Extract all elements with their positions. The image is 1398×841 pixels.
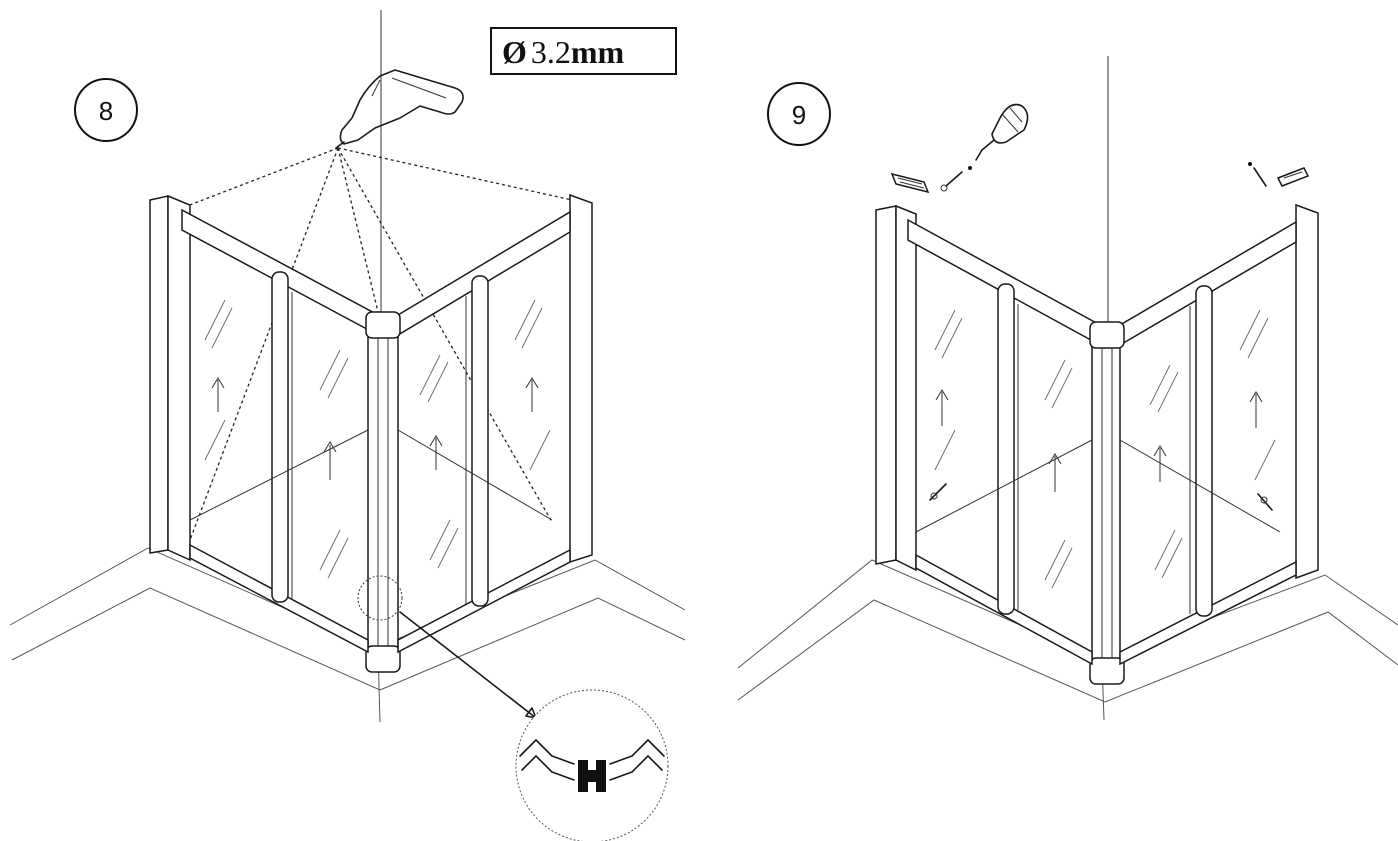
up-arrow-icon — [1048, 453, 1062, 492]
step-8-badge: 8 — [74, 78, 138, 142]
drill-projection-lines — [181, 147, 573, 541]
step-8-enclosure — [149, 193, 593, 673]
step-9-badge: 9 — [767, 82, 831, 146]
step-9-number: 9 — [792, 100, 806, 130]
step-9-enclosure — [875, 203, 1319, 685]
up-arrow-icon — [323, 441, 337, 480]
drill-size-value: 3.2 — [531, 34, 571, 70]
drill-icon — [335, 69, 464, 149]
diameter-symbol: Ø — [502, 34, 527, 70]
step-9-glass-marks — [934, 309, 1276, 589]
step-8-number: 8 — [99, 96, 113, 126]
up-arrow-icon — [935, 389, 949, 426]
screw-icon — [940, 171, 963, 192]
wall-plug-icon — [890, 172, 930, 194]
up-arrow-icon — [211, 377, 225, 412]
drill-size-unit: mm — [571, 34, 625, 70]
step-9-panel: 9 — [737, 56, 1398, 721]
h-profile-icon — [519, 739, 665, 792]
screw-icon — [929, 483, 947, 501]
up-arrow-icon — [1249, 391, 1263, 428]
up-arrow-icon — [525, 377, 539, 412]
screwdriver-icon — [968, 103, 1029, 170]
step-8-glass-marks — [204, 299, 551, 579]
screw-icon — [1248, 162, 1267, 187]
up-arrow-icon — [429, 435, 443, 470]
wall-plug-icon — [1276, 167, 1310, 187]
profile-detail-callout — [357, 575, 669, 841]
screw-icon — [1257, 493, 1273, 511]
svg-text:Ø3.2mm: Ø3.2mm — [502, 34, 625, 70]
up-arrow-icon — [1153, 445, 1167, 482]
